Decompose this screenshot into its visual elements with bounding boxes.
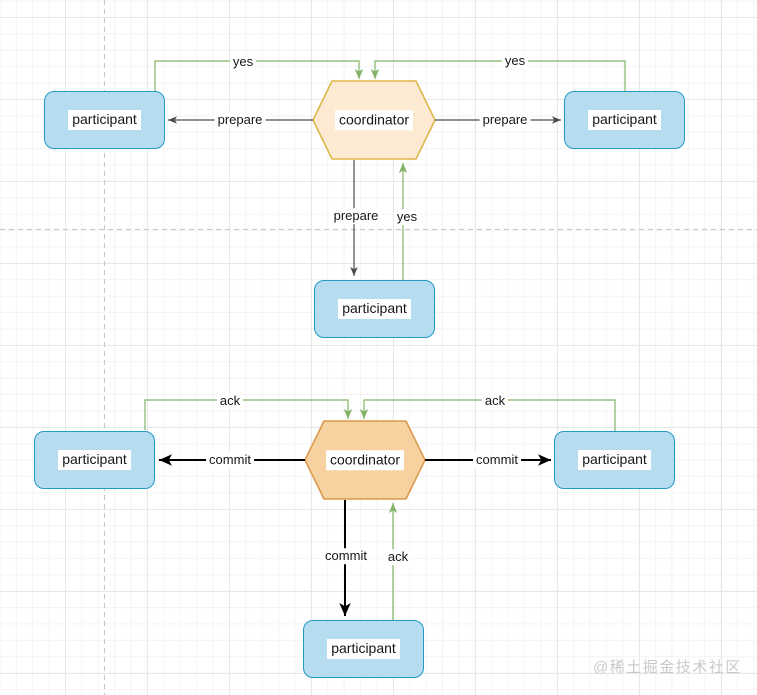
- node-label: participant: [588, 110, 661, 130]
- edge-label-commit-right: commit: [473, 452, 521, 468]
- edge-label-prepare-middle: prepare: [330, 208, 382, 224]
- node-label: participant: [578, 450, 651, 470]
- node-label: coordinator: [334, 110, 414, 130]
- edge-label-ack-right: ack: [481, 393, 509, 409]
- edge-ack-left: [144, 399, 353, 430]
- edge-label-yes-right: yes: [501, 53, 529, 69]
- phase1-participant-right: participant: [564, 91, 685, 149]
- node-label: participant: [68, 110, 141, 130]
- phase1-coordinator-label: coordinator: [334, 110, 414, 130]
- node-label: coordinator: [325, 450, 405, 470]
- edge-label-prepare-left: prepare: [214, 112, 266, 128]
- phase2-coordinator-label: coordinator: [325, 450, 405, 470]
- edge-label-prepare-right: prepare: [479, 112, 531, 128]
- node-label: participant: [327, 639, 400, 659]
- edge-label-commit-left: commit: [206, 452, 254, 468]
- edge-label-yes-middle: yes: [393, 209, 421, 225]
- phase2-participant-right: participant: [554, 431, 675, 489]
- node-label: participant: [338, 299, 411, 319]
- watermark-text: @稀土掘金技术社区: [593, 659, 742, 676]
- edge-yes-right: [370, 60, 626, 91]
- edge-label-ack-middle: ack: [384, 549, 412, 565]
- node-label: participant: [58, 450, 131, 470]
- edge-label-ack-left: ack: [216, 393, 244, 409]
- phase1-participant-left: participant: [44, 91, 165, 149]
- phase2-participant-left: participant: [34, 431, 155, 489]
- edge-yes-left: [154, 60, 364, 91]
- phase1-participant-bottom: participant: [314, 280, 435, 338]
- edge-label-yes-left: yes: [229, 54, 257, 70]
- edge-label-commit-middle: commit: [322, 548, 370, 564]
- phase2-participant-bottom: participant: [303, 620, 424, 678]
